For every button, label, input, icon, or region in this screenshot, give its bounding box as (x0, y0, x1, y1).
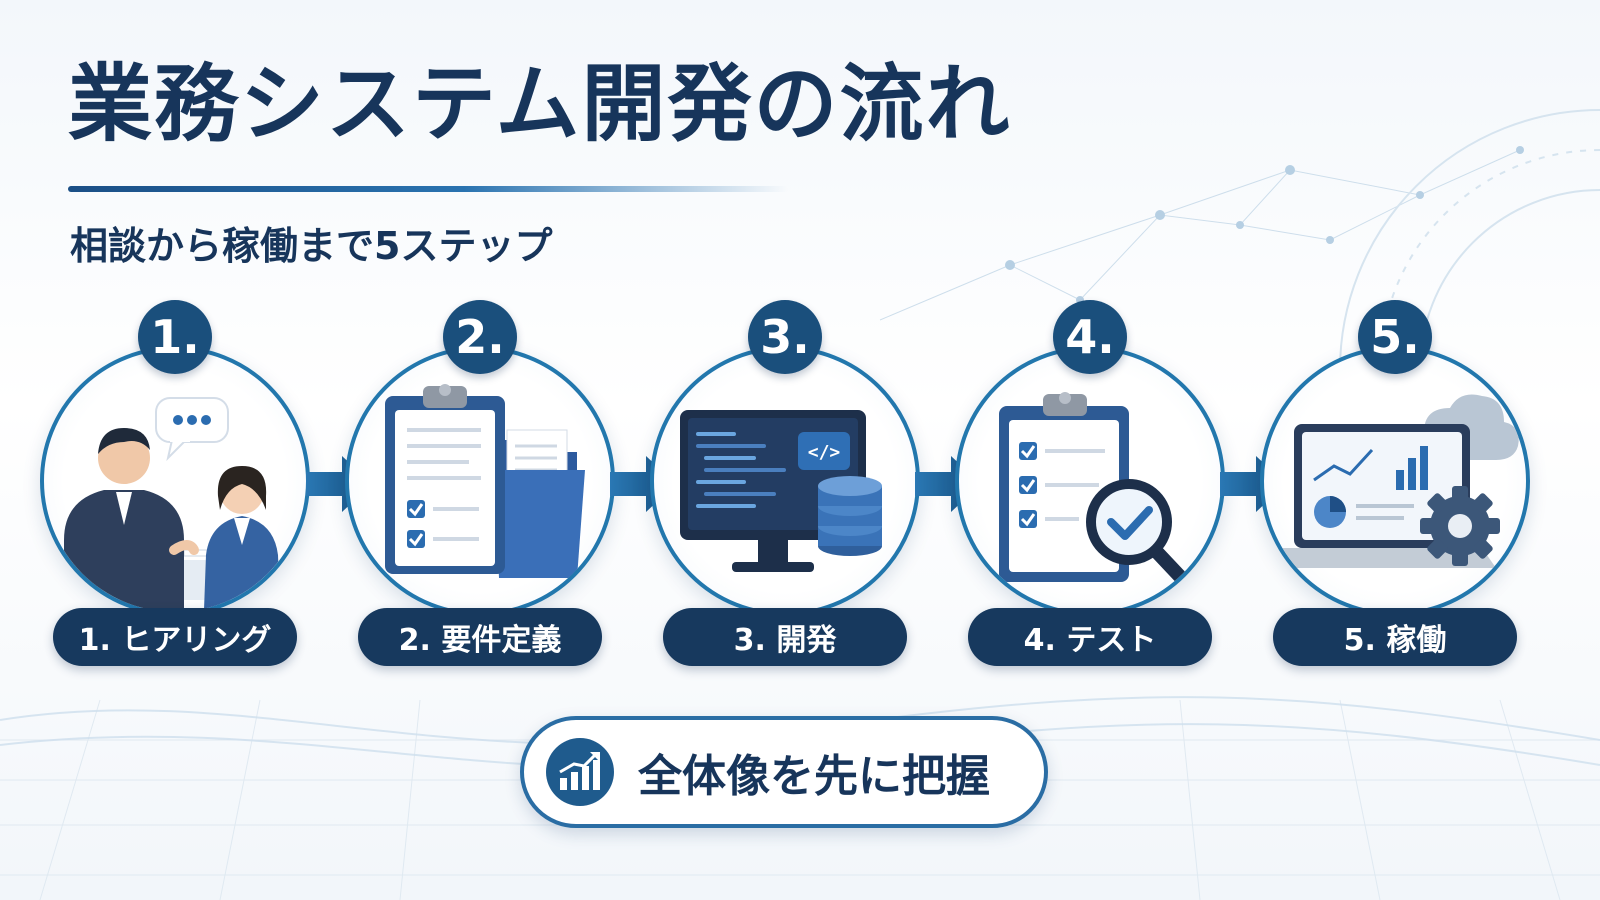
page-subtitle: 相談から稼働まで5ステップ (70, 224, 553, 268)
step-1-number: 1. (138, 300, 212, 374)
checklist-magnifier-icon (999, 392, 1194, 591)
step-2-label: 2. 要件定義 (358, 608, 602, 666)
laptop-cloud-gear-icon (1268, 394, 1519, 568)
step-1: 1. 1. ヒアリング (40, 300, 310, 680)
title-underline (68, 186, 788, 192)
step-3-label: 3. 開発 (663, 608, 907, 666)
step-4: 4. 4. テスト (955, 300, 1225, 680)
clipboard-folder-icon (385, 384, 585, 578)
step-2-number: 2. (443, 300, 517, 374)
summary-text: 全体像を先に把握 (638, 751, 990, 802)
page-title: 業務システム開発の流れ (68, 55, 1012, 153)
step-5-number: 5. (1358, 300, 1432, 374)
step-2: 2. 2. 要件定義 (345, 300, 615, 680)
summary-banner: 全体像を先に把握 (520, 716, 1048, 828)
step-1-illustration-frame (40, 346, 310, 616)
step-4-number: 4. (1053, 300, 1127, 374)
step-3-illustration-frame: </> (650, 346, 920, 616)
step-5-label: 5. 稼働 (1273, 608, 1517, 666)
step-2-illustration-frame (345, 346, 615, 616)
monitor-code-database-icon: </> (680, 410, 882, 572)
step-5-illustration-frame (1260, 346, 1530, 616)
step-4-label: 4. テスト (968, 608, 1212, 666)
growth-chart-icon (546, 738, 614, 806)
step-4-illustration-frame (955, 346, 1225, 616)
consultation-icon (64, 397, 306, 610)
step-3: </> 3. 3. 開発 (650, 300, 920, 680)
step-3-number: 3. (748, 300, 822, 374)
step-1-label: 1. ヒアリング (53, 608, 297, 666)
svg-text:</>: </> (808, 442, 841, 463)
step-5: 5. 5. 稼働 (1260, 300, 1530, 680)
